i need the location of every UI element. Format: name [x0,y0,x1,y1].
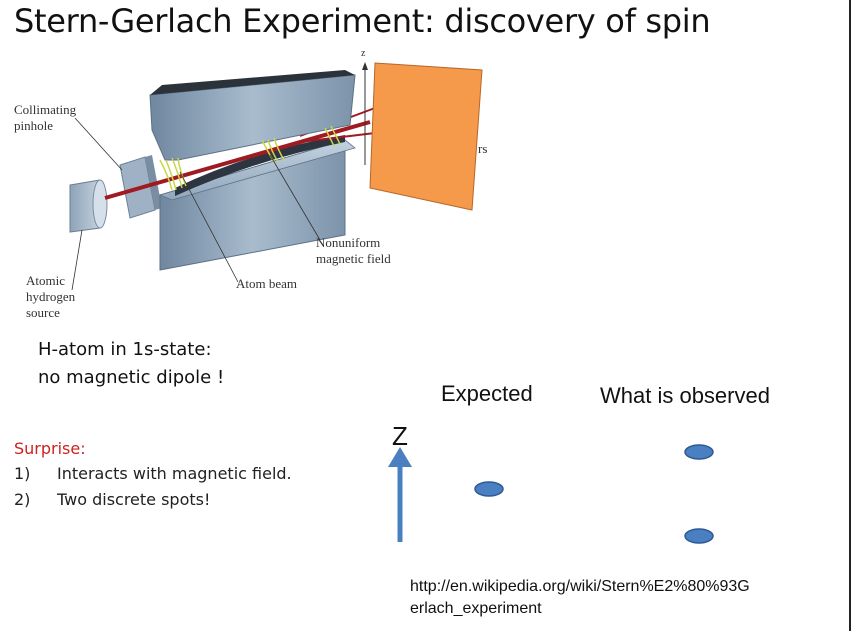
field-lines [159,125,341,191]
z-arrow [388,447,412,542]
item-number: 2) [14,490,31,509]
label-collimating-pinhole: Collimating pinhole [14,102,77,133]
observed-spot-upper [684,444,714,460]
expected-label: Expected [441,381,533,406]
item-text: Two discrete spots! [57,490,211,509]
apparatus-diagram [69,62,483,291]
hydrogen-source [69,179,108,233]
label-detectors-partial: rs [478,141,488,156]
label-z-axis: z [361,48,366,59]
item-text: Interacts with magnetic field. [57,464,292,483]
source-url[interactable]: http://en.wikipedia.org/wiki/Stern%E2%80… [410,578,750,617]
note-text: H-atom in 1s-state: no magnetic dipole ! [38,339,225,388]
surprise-heading: Surprise: [14,439,86,458]
atom-beam-line [104,120,371,200]
observed-spot-lower [684,528,714,544]
right-border [849,0,851,631]
expected-spot [474,481,504,497]
upper-magnet [149,70,356,161]
detector-plate [369,62,483,211]
leader-lines [71,117,321,291]
observed-label: What is observed [600,383,770,408]
z-axis [362,62,368,165]
label-nonuniform-field: Nonuniform magnetic field [316,235,391,266]
item-number: 1) [14,464,31,483]
slide-title: Stern-Gerlach Experiment: discovery of s… [14,2,711,40]
surprise-item-1: 1) Interacts with magnetic field. [14,464,292,483]
z-axis-label: Z [392,421,408,451]
label-atom-beam: Atom beam [236,276,298,291]
label-hydrogen-source: Atomic hydrogen source [26,273,76,320]
surprise-item-2: 2) Two discrete spots! [14,490,210,509]
